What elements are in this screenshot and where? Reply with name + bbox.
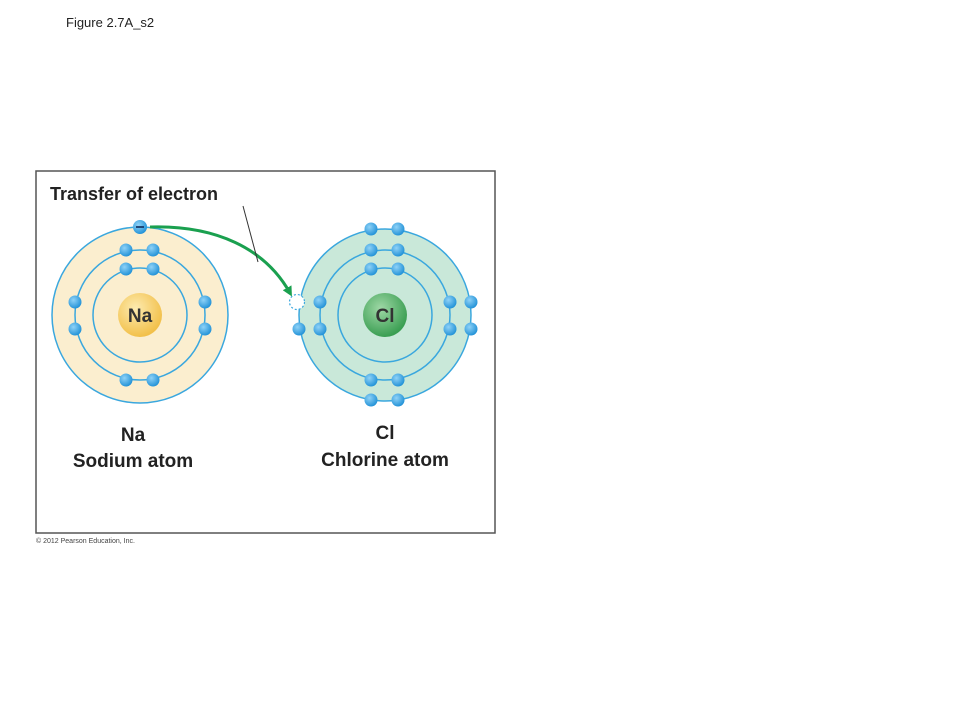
- chlorine-atom: Cl: [288, 222, 478, 407]
- chlorine-shell-3: [298, 228, 472, 402]
- electron: [364, 393, 378, 407]
- electron: [443, 322, 457, 336]
- electron: [364, 243, 378, 257]
- electron: [68, 322, 82, 336]
- electron: [119, 373, 133, 387]
- transfer-label: Transfer of electron: [50, 184, 218, 204]
- chlorine-nucleus-label: Cl: [376, 306, 395, 327]
- electron: [292, 322, 306, 336]
- electron: [443, 295, 457, 309]
- electron: [68, 295, 82, 309]
- electron: [313, 295, 327, 309]
- chlorine-shell-2: [319, 249, 451, 381]
- electron: [364, 262, 378, 276]
- electron: [198, 322, 212, 336]
- sodium-atom: Na: [51, 220, 229, 404]
- chlorine-nucleus: [363, 293, 407, 337]
- electron: [391, 373, 405, 387]
- sodium-shell-1: [92, 267, 188, 363]
- electron: [146, 262, 160, 276]
- chlorine-symbol-label: Cl: [376, 423, 395, 444]
- sodium-nucleus-label: Na: [128, 306, 153, 327]
- electron: [364, 222, 378, 236]
- electron: [391, 262, 405, 276]
- electron: [391, 222, 405, 236]
- electron: [119, 243, 133, 257]
- electron: [119, 262, 133, 276]
- sodium-shell-2: [74, 249, 206, 381]
- electron: [146, 373, 160, 387]
- electron: [198, 295, 212, 309]
- electron: [464, 322, 478, 336]
- electron: [313, 322, 327, 336]
- electron: [364, 373, 378, 387]
- electron: [146, 243, 160, 257]
- transfer-label-leader: [242, 205, 259, 263]
- electron: [464, 295, 478, 309]
- sodium-symbol-label: Na: [121, 425, 146, 446]
- sodium-name-label: Sodium atom: [73, 451, 193, 472]
- electron: [391, 243, 405, 257]
- copyright-notice: © 2012 Pearson Education, Inc.: [36, 538, 135, 545]
- electron: [391, 393, 405, 407]
- sodium-nucleus: [118, 293, 162, 337]
- vacant-electron-slot: [288, 293, 306, 311]
- chlorine-name-label: Chlorine atom: [321, 450, 449, 471]
- electron-transfer-arrow: [149, 225, 292, 297]
- chlorine-shell-1: [337, 267, 433, 363]
- figure-caption: Figure 2.7A_s2: [66, 15, 155, 30]
